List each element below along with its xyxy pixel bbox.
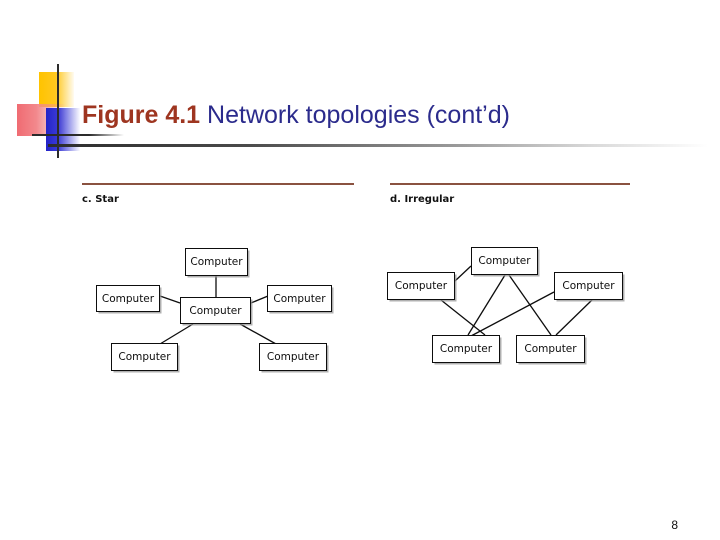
star-node-center: Computer: [180, 297, 251, 324]
irregular-node-right: Computer: [554, 272, 623, 300]
irregular-node-bottom-left: Computer: [432, 335, 500, 363]
irregular-node-bottom-right: Computer: [516, 335, 585, 363]
link-star-center-left: [159, 295, 181, 304]
irregular-panel-rule: [390, 183, 630, 185]
link-irr-left-bottomleft: [440, 299, 486, 336]
link-star-center-bottomright: [239, 323, 277, 345]
link-star-center-bottomleft: [159, 323, 194, 345]
link-irr-left-top: [454, 265, 472, 282]
link-irr-top-bottomright: [508, 274, 552, 336]
logo-yellow-square: [39, 72, 74, 107]
logo-horizontal-rule: [32, 134, 124, 136]
link-star-center-right: [250, 295, 269, 304]
link-irr-top-bottomleft: [467, 274, 506, 336]
star-node-top: Computer: [185, 248, 248, 276]
page-title: Figure 4.1 Network topologies (cont’d): [82, 100, 510, 130]
irregular-panel-label: d. Irregular: [390, 194, 455, 205]
star-panel-rule: [82, 183, 354, 185]
page-title-figure-number: Figure 4.1: [82, 101, 201, 129]
irregular-node-left: Computer: [387, 272, 455, 300]
link-irr-right-bottomleft: [470, 291, 555, 337]
star-node-right: Computer: [267, 285, 332, 312]
page-number: 8: [671, 518, 678, 532]
decorative-logo: [8, 62, 124, 162]
irregular-node-top: Computer: [471, 247, 538, 275]
logo-blue-square: [46, 108, 80, 151]
title-divider: [48, 144, 708, 147]
link-irr-right-bottomright: [555, 299, 593, 336]
logo-vertical-rule: [57, 64, 59, 158]
page-title-text: Network topologies (cont’d): [200, 101, 510, 129]
star-node-bottom-left: Computer: [111, 343, 178, 371]
star-panel-label: c. Star: [82, 194, 119, 205]
star-node-left: Computer: [96, 285, 160, 312]
star-node-bottom-right: Computer: [259, 343, 327, 371]
